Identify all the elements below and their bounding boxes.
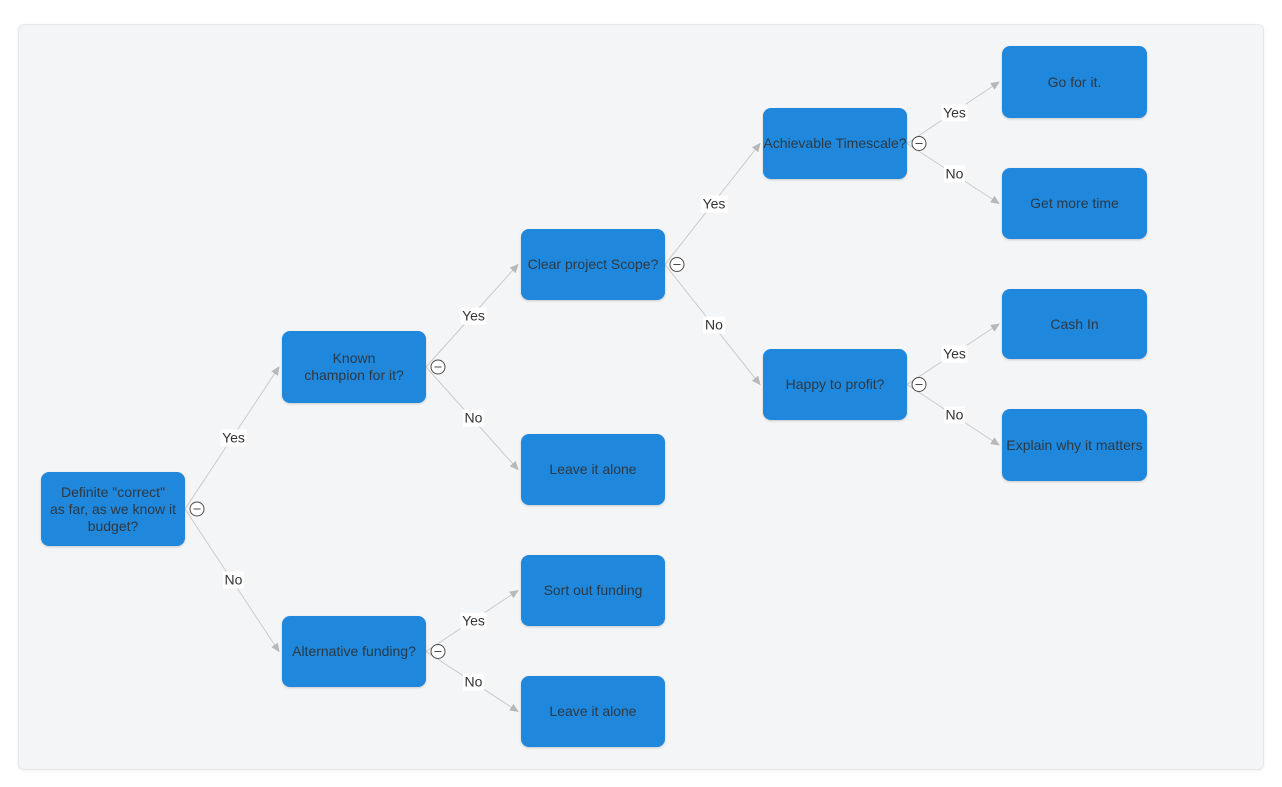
edge-line	[184, 366, 280, 510]
edge-line	[906, 81, 1000, 144]
nodes-layer: Definite "correct" as far, as we know it…	[19, 25, 1263, 769]
tree-node-alternative-funding[interactable]: Alternative funding?	[282, 616, 426, 687]
edge-line	[425, 589, 519, 652]
edge-line	[906, 384, 1000, 446]
tree-node-cash-in[interactable]: Cash In	[1002, 289, 1147, 359]
edge-line	[906, 143, 1000, 205]
collapse-toggle-known-champion[interactable]	[430, 359, 446, 375]
collapse-toggle-achievable-timescale[interactable]	[911, 136, 927, 151]
tree-node-explain-why-it-matters[interactable]: Explain why it matters	[1002, 409, 1147, 481]
edge-line	[906, 323, 1000, 385]
edge-line	[664, 264, 761, 386]
edge-line	[425, 651, 519, 713]
collapse-toggle-clear-project-scope[interactable]	[669, 257, 685, 272]
tree-node-happy-to-profit[interactable]: Happy to profit?	[763, 349, 907, 420]
edge-line	[425, 263, 519, 368]
tree-node-achievable-timescale[interactable]: Achievable Timescale?	[763, 108, 907, 179]
edge-line	[664, 142, 761, 265]
collapse-toggle-happy-to-profit[interactable]	[911, 377, 927, 392]
tree-node-leave-it-alone-2[interactable]: Leave it alone	[521, 676, 665, 747]
collapse-toggle-alternative-funding[interactable]	[430, 644, 446, 659]
tree-node-go-for-it[interactable]: Go for it.	[1002, 46, 1147, 118]
collapse-toggle-root[interactable]	[189, 501, 205, 517]
edge-line	[425, 366, 519, 471]
tree-node-root[interactable]: Definite "correct" as far, as we know it…	[41, 472, 185, 546]
tree-node-leave-it-alone-1[interactable]: Leave it alone	[521, 434, 665, 505]
edge-line	[184, 508, 280, 653]
tree-node-sort-out-funding[interactable]: Sort out funding	[521, 555, 665, 626]
edges-layer	[184, 81, 1000, 713]
tree-node-get-more-time[interactable]: Get more time	[1002, 168, 1147, 239]
tree-node-clear-project-scope[interactable]: Clear project Scope?	[521, 229, 665, 300]
tree-node-known-champion[interactable]: Known champion for it?	[282, 331, 426, 403]
